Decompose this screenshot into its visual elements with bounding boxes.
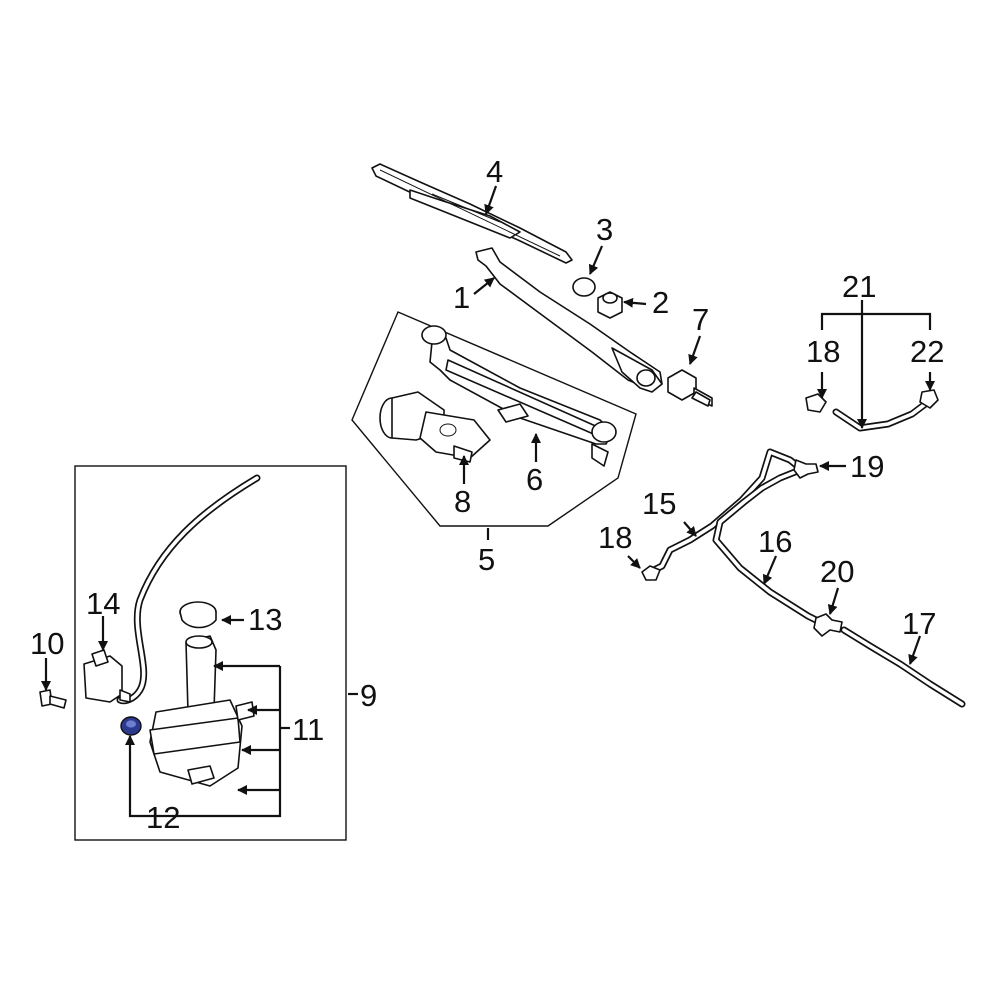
- washer-hose-17: [840, 626, 966, 708]
- callout-6: 6: [526, 462, 543, 497]
- washer-hose-reservoir: [116, 474, 261, 705]
- wiper-arm: [475, 247, 663, 393]
- callout-21: 21: [842, 269, 876, 304]
- wiper-motor: [379, 391, 491, 463]
- callout-19: 19: [850, 449, 884, 484]
- callout-15: 15: [642, 486, 676, 521]
- washer-hose-16: [712, 466, 824, 626]
- callout-2: 2: [652, 285, 669, 320]
- callout-18-upper: 18: [806, 334, 840, 369]
- reservoir-cap: [179, 601, 217, 629]
- callout-10: 10: [30, 626, 64, 661]
- reservoir-grommet: [120, 716, 142, 736]
- washer-nozzle-lower: [641, 565, 661, 581]
- arm-nut: [597, 291, 623, 319]
- callout-4: 4: [486, 154, 503, 189]
- washer-group-box: [74, 465, 347, 841]
- callout-17: 17: [902, 606, 936, 641]
- callout-7: 7: [692, 302, 709, 337]
- wiper-linkage: [421, 325, 617, 467]
- callout-9: 9: [360, 678, 377, 713]
- callout-11: 11: [292, 712, 324, 747]
- callout-12: 12: [146, 800, 180, 835]
- hose-joint: [813, 613, 843, 637]
- callout-1: 1: [453, 280, 470, 315]
- arm-cap: [572, 277, 596, 297]
- callout-22: 22: [910, 334, 944, 369]
- callout-13: 13: [248, 602, 282, 637]
- wiper-blade: [371, 163, 573, 264]
- pump-bolt: [39, 689, 67, 709]
- rear-washer-hose: [832, 398, 932, 432]
- washer-reservoir: [149, 635, 255, 787]
- callout-5: 5: [478, 542, 495, 577]
- callout-14: 14: [86, 586, 120, 621]
- callout-20: 20: [820, 554, 854, 589]
- pivot-bolt: [667, 369, 713, 407]
- callout-8: 8: [454, 484, 471, 519]
- leader-lines: [41, 185, 935, 818]
- linkage-group-box: [351, 311, 637, 527]
- callout-3: 3: [596, 212, 613, 247]
- washer-pump: [83, 649, 131, 703]
- hose-connector: [793, 459, 819, 479]
- callout-18-lower: 18: [598, 520, 632, 555]
- callout-16: 16: [758, 524, 792, 559]
